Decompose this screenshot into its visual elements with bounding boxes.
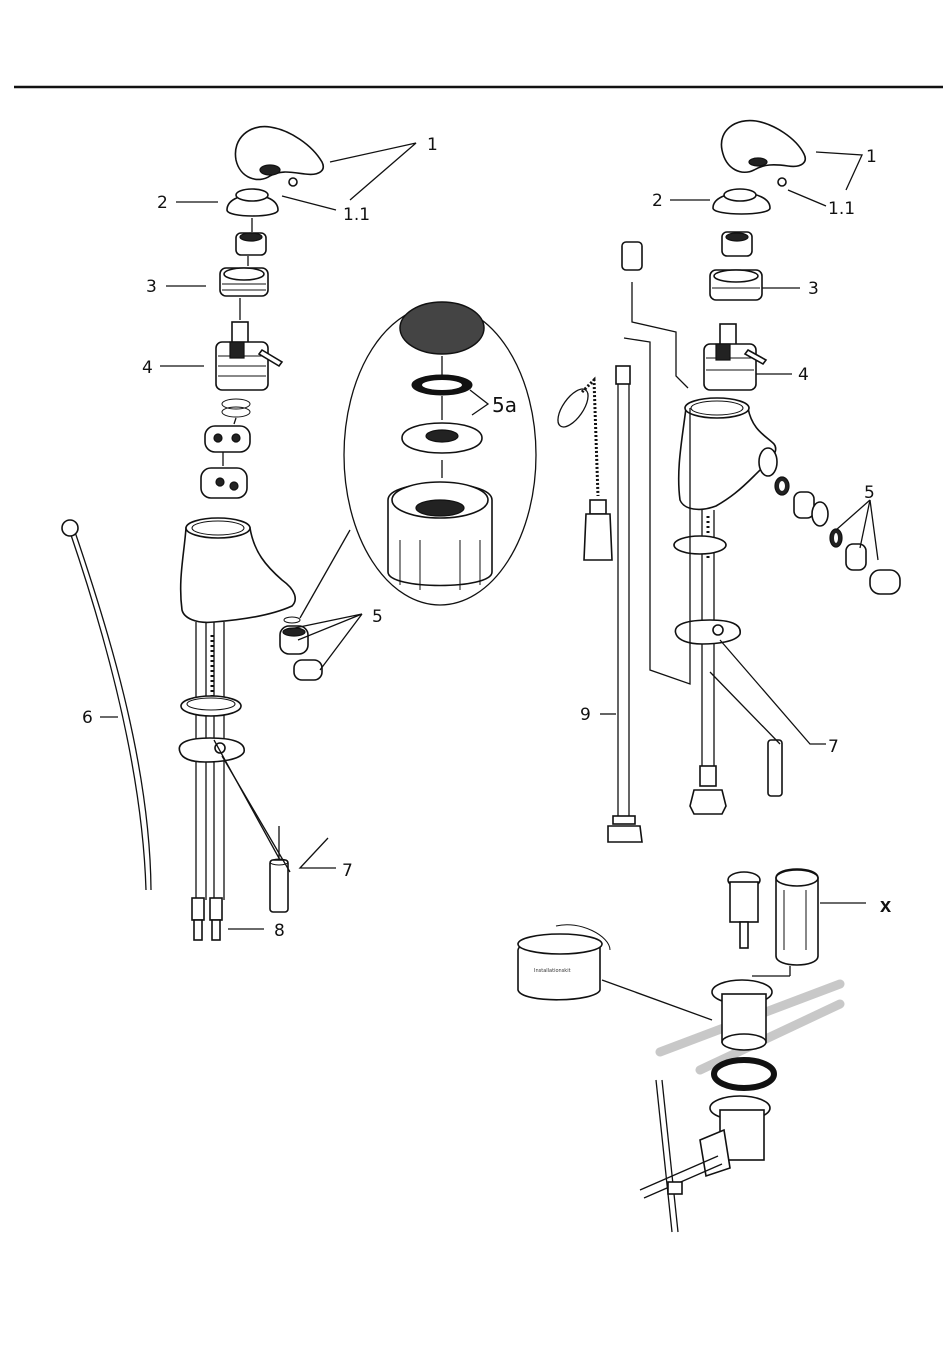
callout-drain-x: x: [880, 895, 891, 917]
left-aerator-housing: [294, 660, 322, 680]
right-threaded-rod: [768, 740, 782, 796]
callout-left-8: 8: [274, 921, 285, 941]
left-ceramic-disc-1: [205, 426, 250, 452]
drain-seal-ring: [714, 1060, 774, 1088]
right-rod-guide-line: [632, 282, 688, 388]
right-pop-up-rod-nut: [608, 826, 642, 842]
left-faucet-assembly: 1 1.1 2 3 4 5a 5 6 7 8: [62, 127, 536, 941]
right-leader-1: [816, 152, 862, 190]
right-bidet-assembly: 1 1.1 2 3 4 5 7 9: [552, 121, 900, 842]
left-handle-slot: [260, 165, 280, 175]
installation-kit-label: Installationskit: [534, 968, 571, 974]
chain: [582, 380, 598, 496]
left-hose-end-b: [210, 898, 222, 920]
right-aerator-body: [846, 544, 866, 570]
right-aerator-insert: [794, 492, 814, 518]
left-pull-rod-knob: [62, 520, 78, 536]
left-threaded-rod: [270, 860, 288, 912]
right-fastening-plate: [675, 620, 740, 644]
callout-right-2: 2: [652, 191, 663, 211]
left-small-nut-hole: [240, 233, 262, 241]
left-hose-end-a: [192, 898, 204, 920]
left-ring-nut-top: [224, 268, 264, 280]
callout-right-5: 5: [864, 483, 875, 503]
callout-left-2: 2: [157, 193, 168, 213]
right-cartridge-stem: [720, 324, 736, 346]
callout-left-1: 1: [427, 135, 438, 155]
aerator-detail-mesh: [400, 302, 484, 354]
left-cartridge-stem: [232, 322, 248, 344]
right-rod-connector: [622, 242, 642, 270]
callout-left-6: 6: [82, 708, 93, 728]
chain-ring: [552, 384, 594, 432]
callout-left-1-1: 1.1: [343, 205, 370, 225]
left-cap-top: [236, 189, 268, 201]
callout-right-4: 4: [798, 365, 809, 385]
right-aerator-cap: [870, 570, 900, 594]
right-spout-outlet: [759, 448, 777, 476]
left-cartridge-core: [230, 342, 244, 358]
chain-plug: [584, 514, 612, 560]
callout-right-7: 7: [828, 737, 839, 757]
left-base-gasket: [181, 696, 241, 716]
callout-right-1-1: 1.1: [828, 199, 855, 219]
callout-left-7: 7: [342, 861, 353, 881]
callout-right-9: 9: [580, 705, 591, 725]
left-aerator-seal: [284, 617, 300, 623]
drain-assembly: Installationskit x: [518, 869, 891, 1232]
callout-right-3: 3: [808, 279, 819, 299]
right-base-gasket: [674, 536, 726, 554]
callout-right-1: 1: [866, 147, 877, 167]
right-hose-nut: [690, 790, 726, 814]
left-leader-1: [330, 143, 416, 200]
callout-left-5a: 5a: [492, 393, 517, 417]
callout-left-5: 5: [372, 607, 383, 627]
right-aerator-disc: [812, 502, 828, 526]
drain-side-connector: [700, 1130, 730, 1176]
callout-left-3: 3: [146, 277, 157, 297]
drain-plug-stem: [730, 882, 758, 922]
left-fastening-plate: [179, 738, 244, 762]
right-handle-screw: [778, 178, 786, 186]
left-faucet-body: [181, 528, 296, 622]
left-handle-screw: [289, 178, 297, 186]
callout-left-4: 4: [142, 358, 153, 378]
